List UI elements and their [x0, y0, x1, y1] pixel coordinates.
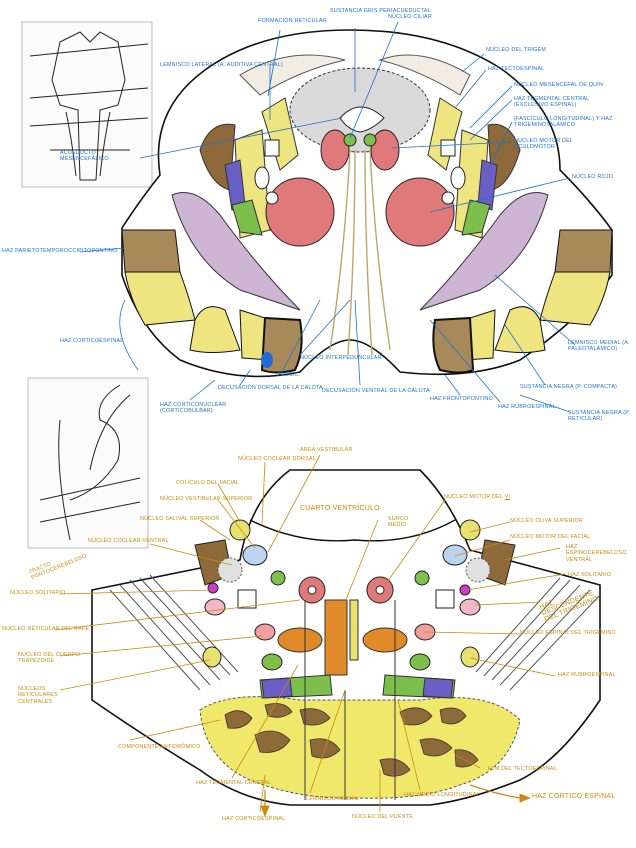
blue-marker: [261, 352, 273, 368]
red-nucleus-right: [385, 177, 455, 247]
label-nucleos-reticulares-centrales: Núcleos reticulares centrales: [18, 686, 58, 705]
label-haz-tegmental: Haz tegmental central (Exclusivo espinal…: [514, 96, 590, 109]
superior-colliculus-right: [378, 54, 471, 96]
label-nucleo-cuerpo-trapezoide: Núcleo del cuerpo trapezoide: [18, 652, 81, 665]
label-cuarto-ventriculo: Cuarto ventrículo: [300, 505, 380, 512]
label-formacion-reticular: Formación reticular: [258, 18, 327, 24]
label-nucleo-ciliar: Núcleo ciliar: [388, 14, 432, 20]
label-lemnisco-lateral: Lemnisco lateral (A. auditiva central): [160, 62, 283, 68]
label-coliculo-facial: Colículo del facial: [176, 480, 240, 486]
label-haz-corticonuclear: Haz corticonuclear (corticobulbar): [160, 402, 227, 415]
label-haz-cortico-espinal: Haz cortico espinal: [532, 793, 616, 800]
label-nucleo-trigemino: Núcleo del trigem: [486, 47, 547, 53]
label-haz-tectoespinal: Haz tectoespinal: [488, 66, 545, 72]
edinger-left: [343, 133, 357, 147]
brainstem-thumbnail-top: [21, 21, 153, 188]
label-haz-corticoespinal: Haz corticoespinal: [60, 338, 124, 344]
label-nucleo-motor-facial: Núcleo motor del facial: [510, 534, 591, 540]
crus-right-3: [494, 306, 546, 353]
edinger-right: [363, 133, 377, 147]
label-nucleo-motor-oculomotor: Núcleo motor del oculomotor: [514, 138, 573, 151]
pons-leader-lines: [54, 454, 566, 818]
oculomotor-fibers: [329, 149, 391, 356]
label-haz-rubroespinal: Haz rubroespinal: [498, 404, 556, 410]
label-haz-medio-longitudinal: Haz medio longitudinal: [404, 792, 480, 798]
label-sustancia-gris: Sustancia gris periacueductal: [330, 8, 431, 14]
green-tract-left: [231, 199, 263, 236]
crus-left-1: [121, 229, 181, 273]
fourth-ventricle: [249, 519, 456, 542]
label-nucleo-rojo: Núcleo rojo: [572, 174, 614, 180]
label-nucleo-interpeduncular: Núcleo interpeduncular: [300, 355, 382, 361]
label-haz-tegmental-central: Haz tegmental central: [196, 780, 272, 786]
red-nucleus-left: [265, 177, 335, 247]
label-nucleo-puente: Núcleo del puente: [352, 814, 414, 820]
midbrain-leader-lines: [79, 21, 576, 413]
label-lemnisco-medial: Lemnisco medial (A. paleotalámico): [568, 340, 630, 353]
aqueduct: [339, 106, 385, 133]
label-sustancia-negra-compacta: Sustancia negra (p. compacta): [520, 384, 618, 390]
label-haz-espinocerebeloso: Haz espinocerebeloso ventral: [566, 544, 627, 563]
label-decusacion-dorsal: Decusación dorsal de la calota: [218, 385, 323, 391]
brainstem-thumbnail-bottom: [27, 377, 149, 549]
substantia-nigra-left: [171, 192, 301, 311]
oculomotor-nucleus-left: [320, 129, 350, 171]
label-fasciculo: Fascic.: [278, 372, 301, 378]
superior-colliculus-left: [239, 54, 346, 96]
label-area-vestibular: Área vestibular: [300, 447, 353, 453]
label-lemnisco-medial-pons: Lemnisco medial: [306, 796, 359, 802]
label-fasciculo-longitudinal: (Fascículo longitudinal) y haz trigemino…: [514, 116, 613, 129]
green-tract-right: [461, 199, 491, 236]
pons-section: [91, 469, 601, 806]
midbrain-section: [121, 29, 613, 378]
label-sustancia-negra-reticular: Sustancia negra (p. reticular): [568, 410, 631, 423]
label-surco-medio: Surco medio: [388, 516, 409, 529]
label-nucleo-coclear-ventral: Núcleo coclear ventral: [88, 538, 169, 544]
label-nucleo-espinal-trigemino: Núcleo espinal del trigémino: [520, 630, 616, 636]
label-nucleo-oliva-superior: Núcleo oliva superior: [510, 518, 583, 524]
label-flm-tectoespinal: FLM del tectoespinal: [488, 766, 557, 772]
substantia-nigra-right: [419, 192, 549, 311]
label-componente-antidromico: Componente antidrómico: [118, 744, 201, 750]
oculomotor-nucleus-right: [370, 129, 400, 171]
label-nucleo-motor-vi: Núcleo motor del VI: [444, 494, 511, 500]
label-nucleo-solitario: Núcleo solitario: [10, 590, 66, 596]
crus-right-5: [432, 316, 475, 374]
label-haz-parietotemporo: Haz parietotemporoccipitopontino: [2, 248, 118, 254]
label-haz-rubroespinal-pons: Haz rubroespinal: [558, 672, 616, 678]
label-haz-corticoespinal-pons: Haz corticoespinal: [222, 816, 286, 822]
label-nucleo-vestibular-superior: Núcleo vestibular superior: [160, 496, 253, 502]
crus-left-3: [189, 306, 241, 353]
crus-right-1: [554, 229, 613, 273]
label-nucleo-reticular-rafe: Núcleo reticular del rafe: [2, 626, 90, 632]
label-nucleo-coclear-dorsal: Núcleo coclear dorsal: [238, 456, 316, 462]
label-haz-frontopontino: Haz frontopontino: [430, 396, 493, 402]
label-acueducto: Acueducto mesencefálico: [60, 150, 109, 163]
label-haz-solitario: Haz solitario: [568, 572, 612, 578]
label-nucleo-mesencefalico: Núcleo mesencefal de Quin: [514, 82, 603, 88]
label-decusacion-ventral: Decusación ventral de la calota: [322, 388, 430, 394]
basilar-pons: [199, 696, 521, 799]
label-nucleo-salival-superior: Núcleo salival superior: [140, 516, 220, 522]
